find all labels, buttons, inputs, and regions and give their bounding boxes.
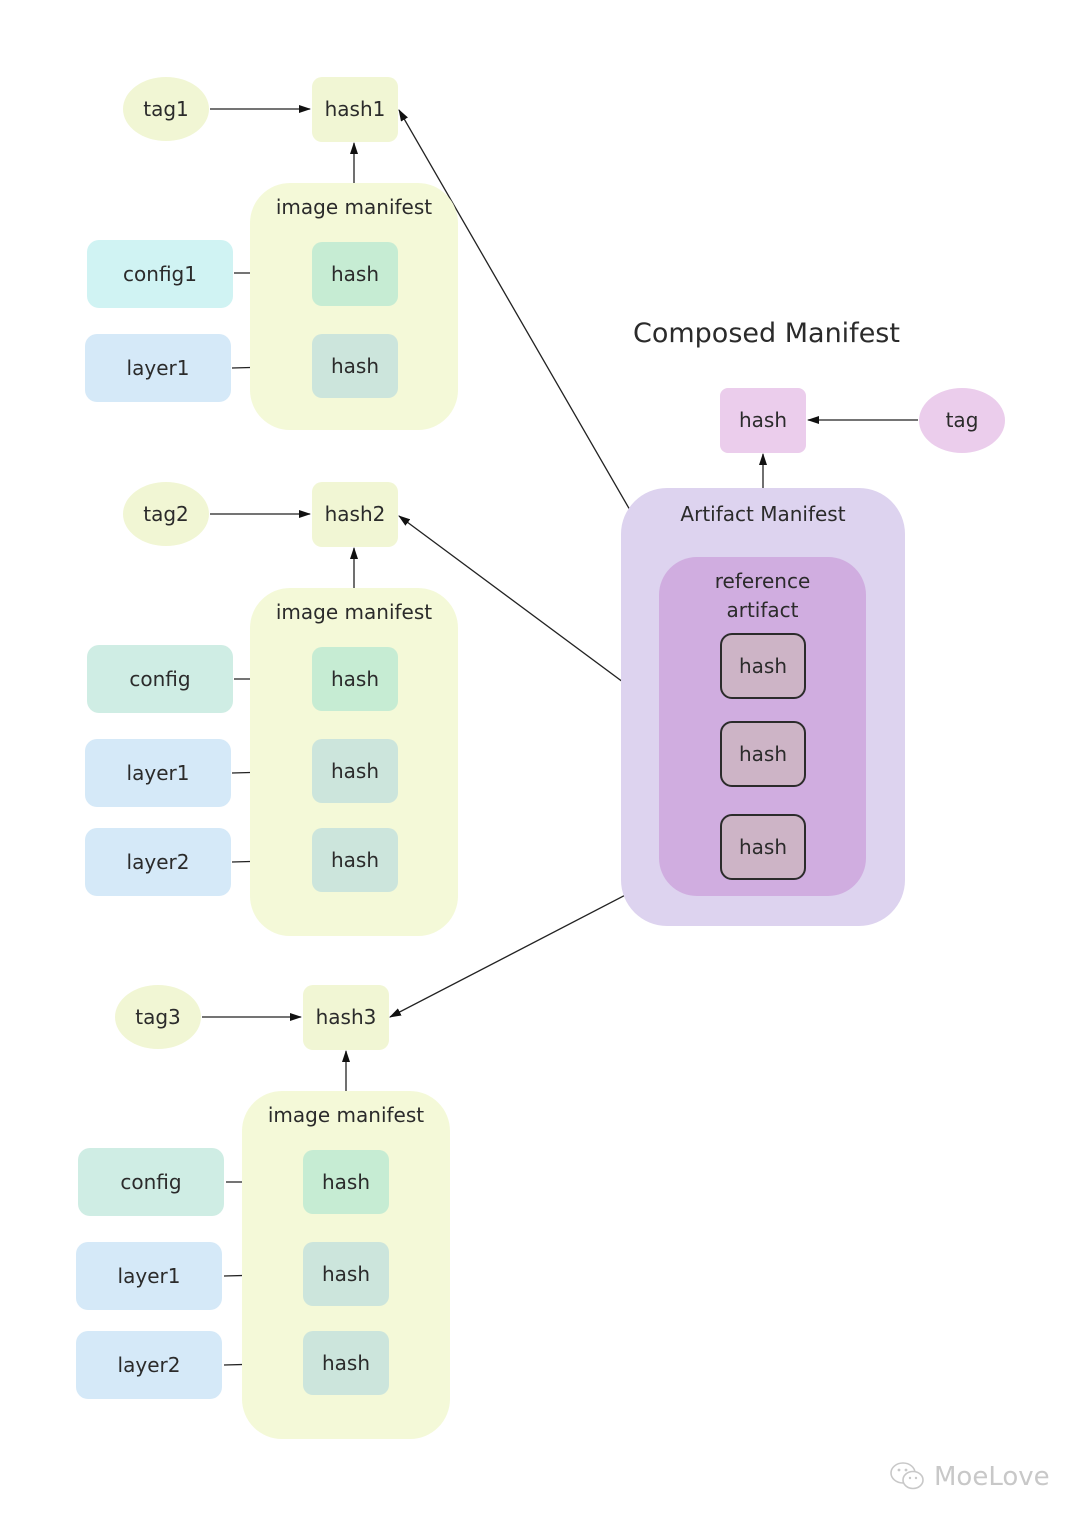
tag-node[interactable]: tag3 xyxy=(115,985,201,1049)
config-hash-node[interactable]: hash xyxy=(303,1150,389,1214)
layer-node[interactable]: layer1 xyxy=(76,1242,222,1310)
watermark-text: MoeLove xyxy=(934,1462,1050,1492)
composed-hash-node[interactable]: hash xyxy=(720,388,806,453)
top-hash-node[interactable]: hash2 xyxy=(312,482,398,547)
config-hash-node[interactable]: hash xyxy=(312,242,398,306)
config-node[interactable]: config xyxy=(78,1148,224,1216)
config-node[interactable]: config xyxy=(87,645,233,713)
top-hash-node[interactable]: hash3 xyxy=(303,985,389,1050)
layer-node[interactable]: layer1 xyxy=(85,334,231,402)
composed-manifest-title: Composed Manifest xyxy=(633,318,900,349)
artifact-manifest-label: Artifact Manifest xyxy=(680,502,846,526)
layer-hash-node[interactable]: hash xyxy=(312,828,398,892)
composed-tag-node[interactable]: tag xyxy=(919,388,1005,453)
wechat-icon xyxy=(890,1462,924,1490)
layer-node[interactable]: layer2 xyxy=(85,828,231,896)
reference-artifact-label: reference artifact xyxy=(714,569,811,622)
layer-hash-node[interactable]: hash xyxy=(303,1331,389,1395)
layer-node[interactable]: layer1 xyxy=(85,739,231,807)
config-hash-node[interactable]: hash xyxy=(312,647,398,711)
tag-node[interactable]: tag2 xyxy=(123,482,209,546)
image-manifest-label: image manifest xyxy=(275,195,433,219)
layer-hash-node[interactable]: hash xyxy=(312,739,398,803)
watermark: MoeLove xyxy=(888,1460,1050,1494)
top-hash-node[interactable]: hash1 xyxy=(312,77,398,142)
reference-hash-node[interactable]: hash xyxy=(720,814,806,880)
layer-hash-node[interactable]: hash xyxy=(312,334,398,398)
tag-node[interactable]: tag1 xyxy=(123,77,209,141)
image-manifest-label: image manifest xyxy=(267,1103,425,1127)
layer-node[interactable]: layer2 xyxy=(76,1331,222,1399)
image-manifest-label: image manifest xyxy=(275,600,433,624)
config-node[interactable]: config1 xyxy=(87,240,233,308)
reference-hash-node[interactable]: hash xyxy=(720,633,806,699)
layer-hash-node[interactable]: hash xyxy=(303,1242,389,1306)
reference-hash-node[interactable]: hash xyxy=(720,721,806,787)
